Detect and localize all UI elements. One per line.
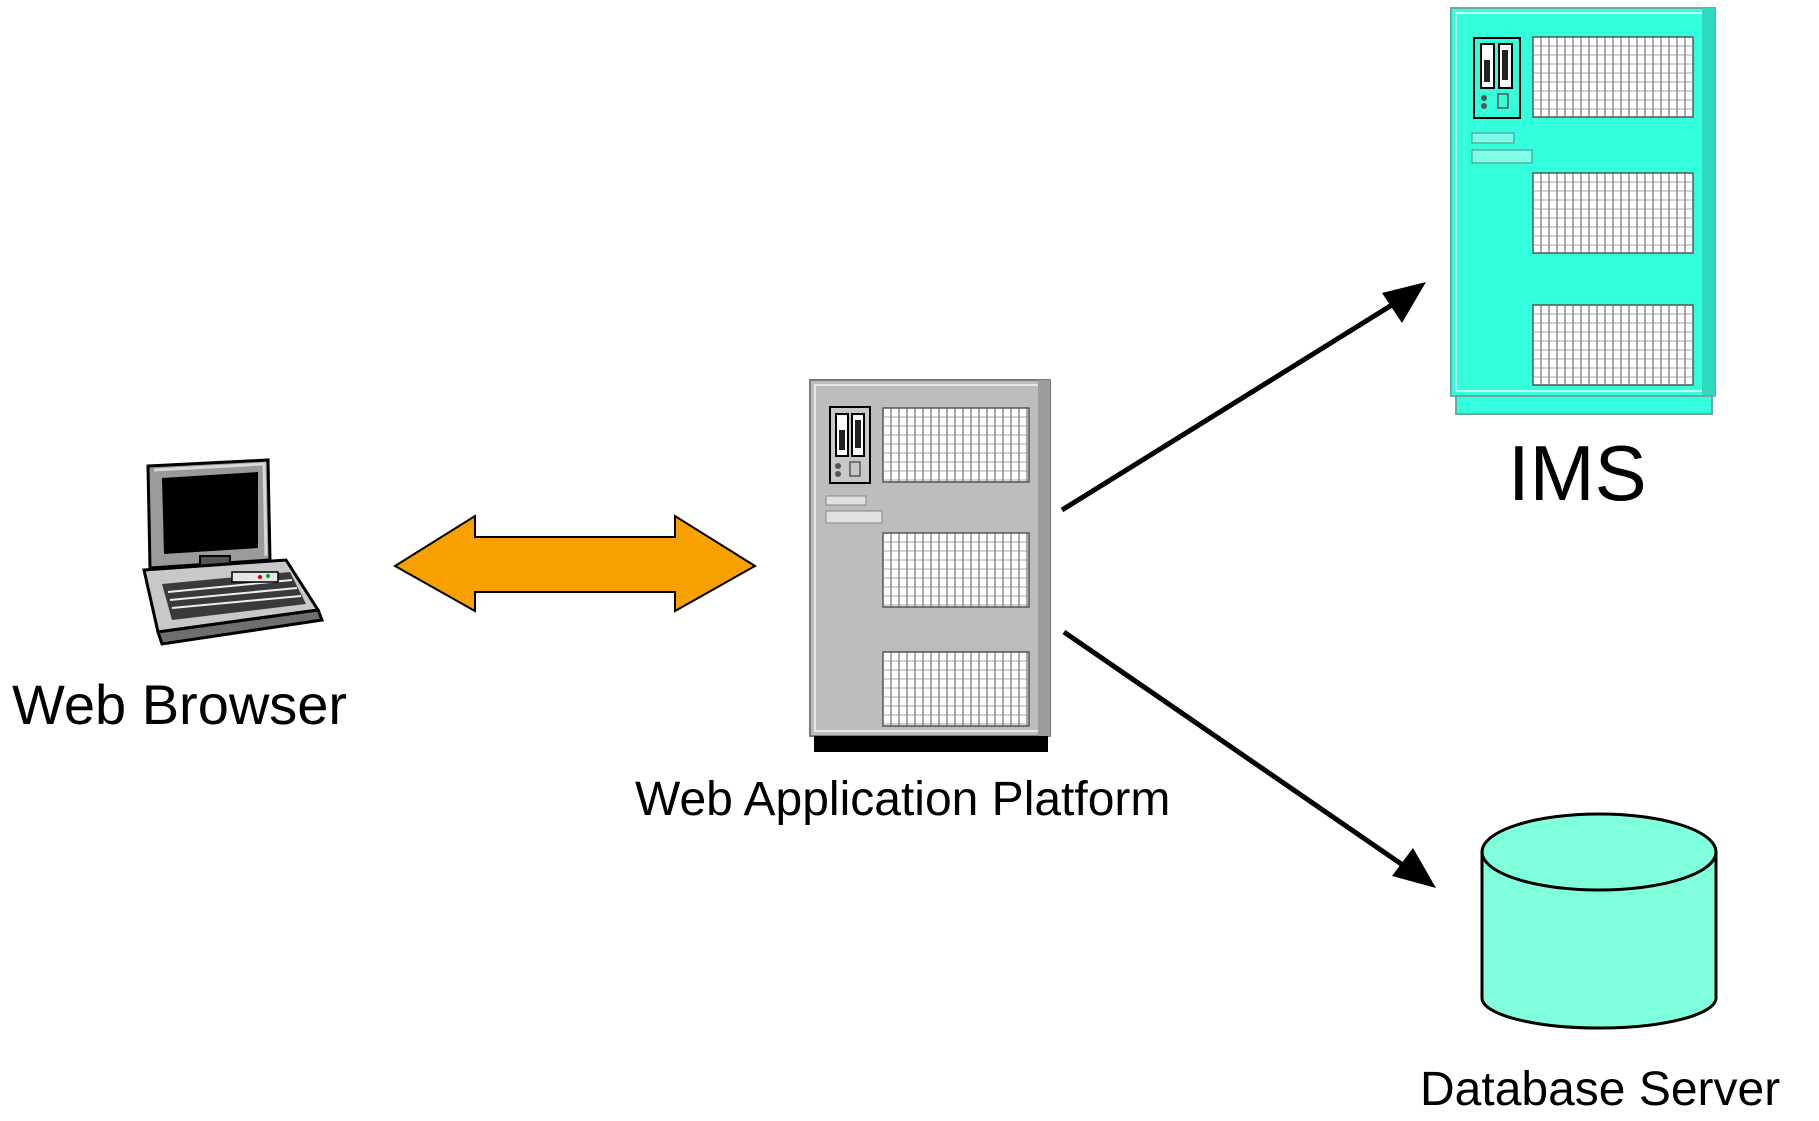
web-app-platform-label: Web Application Platform xyxy=(635,773,1171,826)
arrow-to-ims xyxy=(1060,282,1426,513)
bidirectional-arrow xyxy=(393,514,757,613)
database-server-label: Database Server xyxy=(1420,1063,1781,1116)
mainframe-cabinet-icon xyxy=(1450,7,1716,415)
server-tower-icon xyxy=(809,379,1051,752)
arrow-to-database xyxy=(1062,629,1436,888)
laptop-icon xyxy=(142,458,325,646)
database-cylinder-icon xyxy=(1480,812,1718,1030)
ims-label: IMS xyxy=(1508,429,1647,517)
web-browser-label: Web Browser xyxy=(12,673,348,736)
